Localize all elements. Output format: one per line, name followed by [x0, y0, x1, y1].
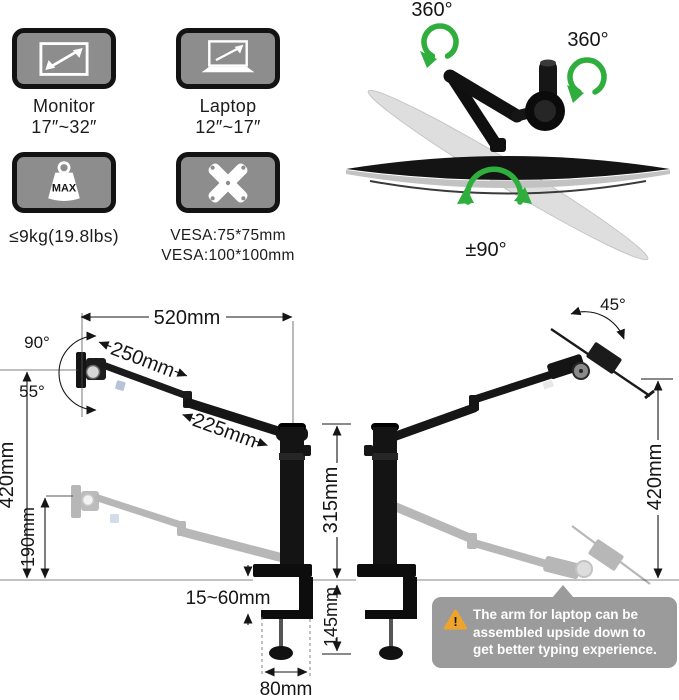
max-weight-badge: MAX	[12, 152, 116, 213]
clamp-top-plate	[253, 564, 312, 577]
spec-monitor-size: Monitor 17″~32″	[12, 28, 116, 137]
monitor-size-badge	[12, 28, 116, 89]
monitor-size-caption: Monitor 17″~32″	[0, 96, 154, 138]
laptop-size-badge	[176, 28, 280, 89]
monitor-size-label: Monitor	[32, 96, 96, 116]
cable-clip	[115, 380, 126, 391]
dim-laptop-tilt: 45°	[600, 295, 626, 314]
callout-pointer	[552, 585, 574, 598]
vesa-label-100: VESA:100*100mm	[161, 247, 295, 264]
arm-swivel-label: 360°	[411, 0, 452, 21]
spec-max-weight: MAX ≤9kg(19.8lbs)	[9, 152, 119, 246]
max-weight-icon: MAX	[48, 160, 80, 201]
arm-swivel-arrow	[420, 23, 459, 68]
right-dimensions: 45° 420mm	[570, 295, 673, 579]
laptop-note-callout: ! The arm for laptop can be assembled up…	[432, 585, 677, 668]
rotation-illustration: 360° 360° ±90°	[346, 0, 670, 261]
vesa-caption: VESA:75*75mm VESA:100*100mm	[138, 226, 318, 266]
dim-laptop-max-height: 420mm	[644, 444, 666, 511]
dim-max-height: 420mm	[0, 442, 18, 509]
right-main-arm	[391, 328, 655, 441]
spec-vesa: VESA:75*75mm VESA:100*100mm	[161, 152, 294, 264]
max-weight-badge-text: MAX	[52, 182, 77, 194]
monitor-size-icon	[39, 41, 89, 76]
arm-top-view	[443, 59, 565, 152]
left-pole	[280, 427, 304, 572]
dim-min-height: 190mm	[18, 507, 38, 567]
vesa-head-plate	[76, 352, 86, 388]
dim-clamp-depth: 145mm	[321, 587, 341, 647]
warning-icon: !	[444, 609, 467, 630]
dim-tilt-down: 55°	[19, 382, 45, 401]
laptop-body	[586, 342, 622, 374]
dim-tilt-up: 90°	[24, 333, 50, 352]
vesa-label-75: VESA:75*75mm	[170, 227, 286, 244]
dim-total-reach: 520mm	[154, 307, 221, 329]
screen-rotation-arrow	[457, 166, 532, 205]
svg-text:!: !	[453, 614, 457, 629]
spec-laptop-size: Laptop 12″~17″	[176, 28, 280, 137]
dim-clamp-width: 80mm	[260, 679, 313, 700]
left-pole-clamp	[253, 423, 313, 660]
vesa-plate-icon	[208, 163, 248, 202]
left-ghost-arm	[71, 485, 288, 563]
right-pole	[373, 427, 397, 572]
laptop-size-caption: Laptop 12″~17″	[138, 96, 318, 138]
tilt-knob	[85, 364, 101, 380]
left-dimensions: 520mm 90° 55° 250mm 225mm 420mm 190mm	[0, 307, 351, 700]
right-pole-clamp	[357, 423, 417, 660]
note-line-3: get better typing experience.	[473, 642, 657, 657]
dim-pole-height: 315mm	[320, 467, 342, 534]
right-ghost-arm	[391, 502, 651, 585]
max-weight-label: ≤9kg(19.8lbs)	[9, 226, 119, 246]
dim-upper-arm: 250mm	[108, 338, 178, 382]
screen-rotation-label: ±90°	[465, 239, 506, 261]
laptop-size-range: 12″~17″	[195, 117, 261, 137]
dimension-diagrams: 520mm 90° 55° 250mm 225mm 420mm 190mm	[0, 295, 679, 700]
pole-swivel-arrow	[567, 57, 607, 103]
monitor-size-range: 17″~32″	[31, 117, 97, 137]
dim-desk-thickness: 15~60mm	[185, 588, 270, 609]
pole-swivel-label: 360°	[567, 29, 608, 51]
laptop-size-icon	[201, 39, 255, 72]
clamp-knob	[269, 646, 293, 660]
note-line-2: assembled upside down to	[473, 624, 646, 640]
note-line-1: The arm for laptop can be	[473, 607, 639, 622]
vesa-badge	[176, 152, 280, 213]
screen-top-view	[346, 138, 670, 195]
max-weight-caption: ≤9kg(19.8lbs)	[0, 226, 154, 247]
laptop-size-label: Laptop	[199, 96, 257, 116]
